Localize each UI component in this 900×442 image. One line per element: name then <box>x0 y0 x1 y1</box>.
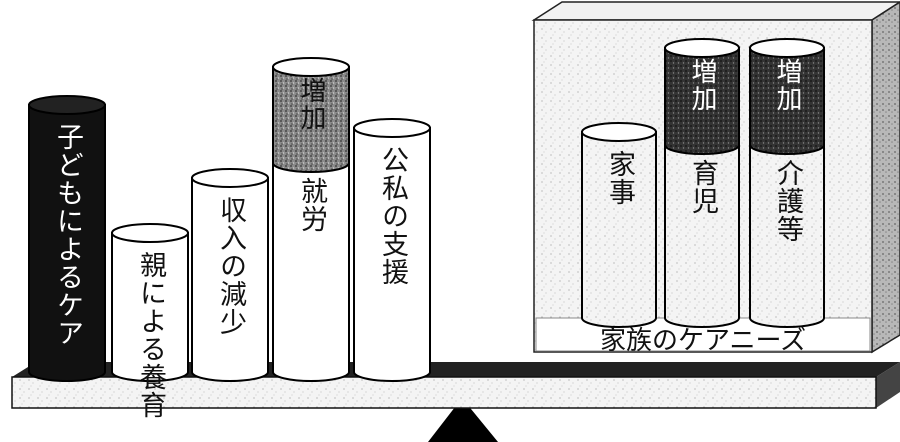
left-increase-badge-3: 増加 <box>296 77 326 131</box>
right-cylinder-0 <box>581 122 657 328</box>
right-cylinder-label-0: 家事 <box>604 150 635 206</box>
right-increase-badge-2: 増加 <box>772 58 802 112</box>
left-cylinder-4 <box>353 118 431 382</box>
right-cylinder-label-2: 介護等 <box>772 159 803 243</box>
left-cylinder-label-4: 公私の支援 <box>377 146 408 286</box>
right-increase-badge-1: 増加 <box>687 58 717 112</box>
left-cylinder-2 <box>191 168 269 382</box>
left-cylinder-0 <box>28 95 106 382</box>
left-cylinder-1 <box>111 223 189 382</box>
left-cylinder-3 <box>272 57 350 382</box>
left-cylinder-label-2: 収入の減少 <box>215 196 246 336</box>
left-cylinder-label-1: 親による養育 <box>135 251 166 419</box>
right-cylinder-label-1: 育児 <box>687 159 718 215</box>
left-cylinder-label-0: 子どもによるケア <box>52 123 83 347</box>
care-needs-title: 家族のケアニーズ <box>600 326 807 356</box>
right-cylinder-2 <box>749 38 825 328</box>
fulcrum-triangle <box>428 398 498 442</box>
right-cylinder-1 <box>664 38 740 328</box>
left-cylinder-label-3: 就労 <box>296 177 327 233</box>
